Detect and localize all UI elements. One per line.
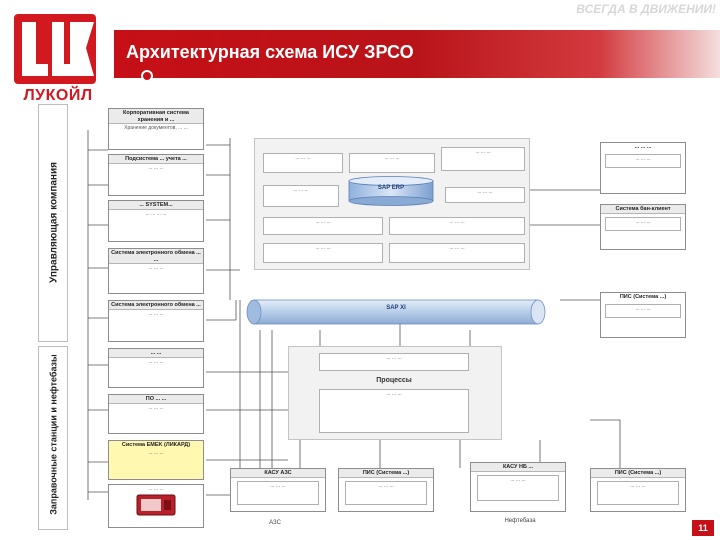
- left-box-desc: ... ... ...: [148, 164, 164, 171]
- bottom-box-desc: ... ... ...: [477, 474, 559, 501]
- title-bar: Архитектурная схема ИСУ ЗРСО: [114, 30, 720, 78]
- bottom-box-title: КАСУ АЗС: [231, 469, 325, 478]
- sap-erp-label: SAP ERP: [377, 185, 405, 191]
- bottom-box-kasu-nb: КАСУ НБ ... ... ... ...: [470, 462, 566, 512]
- left-box-storage: Корпоративная система хранения и ... Хра…: [108, 108, 204, 150]
- left-box-title: Система электронного обмена ... ...: [109, 249, 203, 264]
- page-title: Архитектурная схема ИСУ ЗРСО: [126, 42, 414, 62]
- bottom-box-pis-1: ПИС (Система ...) ... ... ...: [338, 468, 434, 512]
- erp-box: ... ... ...: [263, 153, 343, 173]
- left-box-desc: Хранение документов, ... ...: [124, 125, 188, 131]
- bottom-box-title: ПИС (Система ...): [339, 469, 433, 478]
- left-box-accounting: Подсистема ... учета ... ... ... ...: [108, 154, 204, 196]
- bottom-box-desc: ... ... ...: [237, 480, 319, 505]
- left-box-desc: ... ... ... ...: [145, 210, 167, 217]
- sap-erp-database-icon: [348, 176, 434, 206]
- erp-box: ... ... ...: [441, 147, 525, 171]
- left-box-exchange-2: Система электронного обмена ... ... ... …: [108, 300, 204, 342]
- terminal-device-icon: [136, 494, 176, 516]
- erp-box: ... ... ...: [445, 187, 525, 203]
- left-box-title: ПО ... ...: [109, 395, 203, 404]
- left-box-title: Подсистема ... учета ...: [109, 155, 203, 164]
- left-box-system: ... SYSTEM... ... ... ... ...: [108, 200, 204, 242]
- erp-box: ... ... ...: [263, 217, 383, 235]
- stations-band: Заправочные станции и нефтебазы: [38, 346, 68, 530]
- left-box-station-2: ПО ... ... ... ... ...: [108, 394, 204, 434]
- left-box-desc: ... ... ...: [148, 358, 164, 365]
- right-box-title: Система бан-клиент: [601, 205, 685, 214]
- left-box-desc: ... ... ...: [148, 486, 164, 492]
- sap-xi-label: SAP XI: [386, 305, 406, 311]
- bottom-box-title: ПИС (Система ...): [591, 469, 685, 478]
- erp-box: ... ... ...: [389, 243, 525, 263]
- title-decoration: [141, 70, 153, 82]
- left-box-title: ... ...: [109, 349, 203, 358]
- right-box-bank-client: Система бан-клиент ... ... ...: [600, 204, 686, 250]
- erp-box: ... ... ...: [263, 185, 339, 207]
- processes-bottom-box: ... ... ...: [319, 389, 469, 433]
- erp-box: ... ... ...: [263, 243, 383, 263]
- left-box-desc: ... ... ...: [148, 265, 164, 271]
- bottom-box-desc: ... ... ...: [597, 480, 679, 505]
- slogan: ВСЕГДА В ДВИЖЕНИИ!: [576, 2, 716, 16]
- left-box-station-1: ... ... ... ... ...: [108, 348, 204, 388]
- bottom-box-pis-2: ПИС (Система ...) ... ... ...: [590, 468, 686, 512]
- left-box-title: Система EMEK (ЛИКАРД): [121, 442, 191, 448]
- left-box-exchange-1: Система электронного обмена ... ... ... …: [108, 248, 204, 294]
- left-box-desc: ... ... ...: [148, 404, 164, 411]
- left-box-title: Система электронного обмена ...: [109, 301, 203, 310]
- footer-neftebaza-label: Нефтебаза: [504, 518, 536, 524]
- management-band: Управляющая компания: [38, 104, 68, 342]
- right-box-payroll: ... ... ... ... ... ...: [600, 142, 686, 194]
- bottom-box-title: КАСУ НБ ...: [471, 463, 565, 472]
- erp-box: ... ... ...: [389, 217, 525, 235]
- right-box-pis: ПИС (Система ...) ... ... ...: [600, 292, 686, 338]
- left-box-desc: ... ... ...: [148, 449, 164, 456]
- processes-panel: ... ... ... Процессы ... ... ...: [288, 346, 502, 440]
- page-number: 11: [692, 520, 714, 536]
- processes-top-box: ... ... ...: [319, 353, 469, 371]
- footer-azs-label: АЗС: [269, 520, 281, 526]
- lukoil-logo-icon: [14, 14, 96, 84]
- left-box-desc: ... ... ...: [148, 310, 164, 317]
- processes-label: Процессы: [376, 377, 412, 384]
- left-box-title: ... SYSTEM...: [109, 201, 203, 210]
- left-box-terminal: ... ... ...: [108, 484, 204, 528]
- left-box-title: Корпоративная система хранения и ...: [109, 109, 203, 124]
- erp-box: ... ... ...: [349, 153, 435, 173]
- right-box-desc: ... ... ...: [605, 216, 681, 231]
- right-box-title: ПИС (Система ...): [619, 294, 667, 300]
- left-box-emek: Система EMEK (ЛИКАРД) ... ... ...: [108, 440, 204, 480]
- sap-xi-bus-icon: [246, 299, 546, 325]
- right-box-title: ... ... ...: [634, 144, 652, 150]
- bottom-box-kasu-azs: КАСУ АЗС ... ... ...: [230, 468, 326, 512]
- logo-wordmark: ЛУКОЙЛ: [23, 87, 93, 104]
- right-box-desc: ... ... ...: [605, 153, 681, 168]
- bottom-box-desc: ... ... ...: [345, 480, 427, 505]
- right-box-desc: ... ... ...: [605, 303, 681, 318]
